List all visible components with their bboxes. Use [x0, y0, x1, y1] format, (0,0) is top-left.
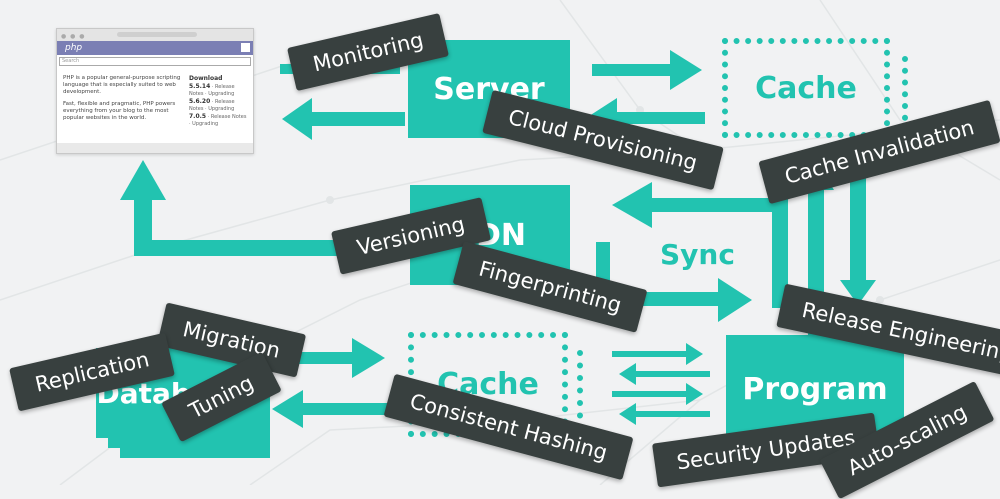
program-label: Program	[742, 371, 888, 407]
release-item: 7.0.5 · Release Notes · Upgrading	[189, 113, 247, 127]
loop-left-vertical	[134, 192, 152, 254]
arrow-program-to-cdn	[650, 198, 780, 212]
php-download-panel: Download 5.5.14 · Release Notes · Upgrad…	[189, 75, 249, 128]
arrow-server-to-cache	[592, 64, 672, 76]
php-website-screenshot: ● ● ● php Search PHP is a popular genera…	[56, 28, 254, 154]
php-search-input: Search	[59, 57, 251, 66]
address-bar	[117, 32, 197, 37]
php-logo: php	[65, 43, 83, 53]
download-title: Download	[189, 75, 223, 82]
cache-top-node: Cache	[722, 38, 890, 138]
php-footer	[57, 143, 253, 153]
arrow-db-to-cache	[290, 352, 355, 364]
hamburger-menu-icon	[241, 43, 250, 52]
browser-chrome: ● ● ●	[57, 29, 253, 41]
arrow-cache-to-db	[300, 403, 390, 415]
arrow-cache-to-program	[850, 175, 866, 285]
arrow-cache-to-server	[615, 112, 705, 124]
cache-top-label: Cache	[755, 70, 857, 106]
release-item: 5.6.20 · Release Notes · Upgrading	[189, 98, 235, 112]
php-intro: PHP is a popular general-purpose scripti…	[63, 75, 183, 122]
php-intro-paragraph-2: Fast, flexible and pragmatic, PHP powers…	[63, 101, 176, 121]
arrow-server-to-browser	[310, 112, 405, 126]
php-navbar: php	[57, 41, 253, 55]
release-item: 5.5.14 · Release Notes · Upgrading	[189, 83, 235, 97]
php-intro-paragraph-1: PHP is a popular general-purpose scripti…	[63, 75, 181, 95]
window-dots-icon: ● ● ●	[61, 33, 86, 40]
sync-label: Sync	[660, 238, 735, 271]
